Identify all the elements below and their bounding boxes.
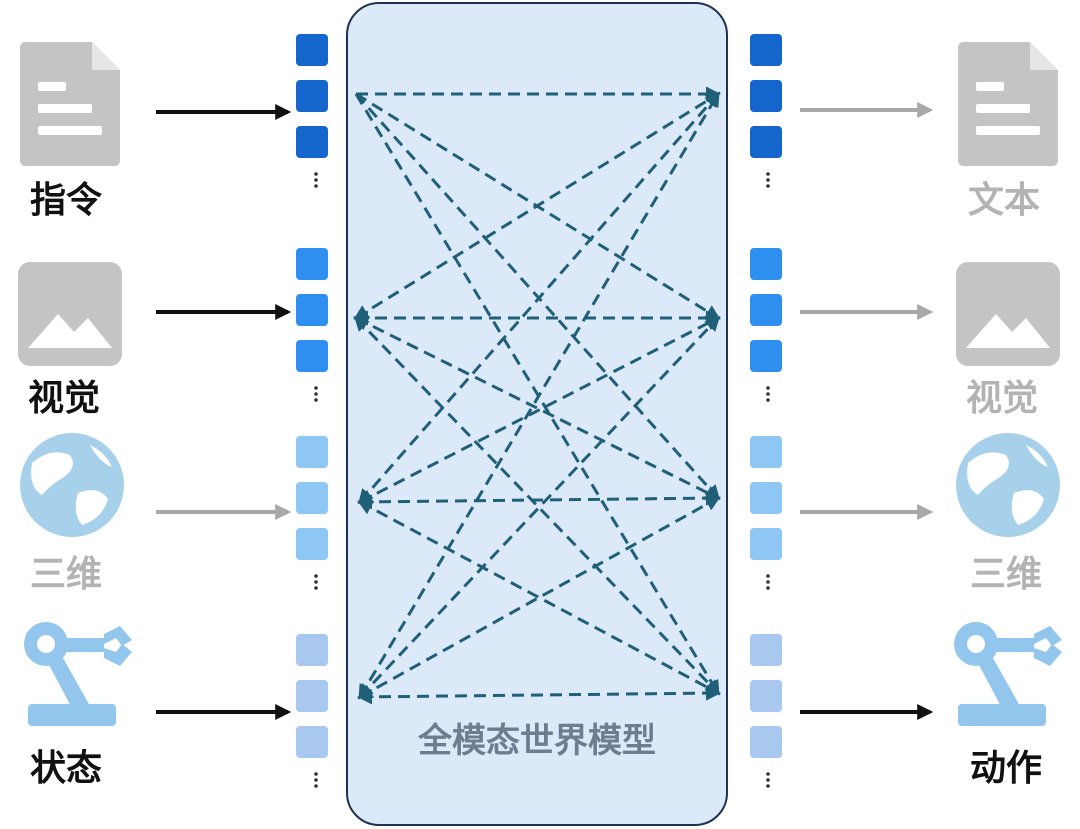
ellipsis-dot [314, 178, 318, 182]
globe-icon [20, 433, 124, 537]
token-block [296, 126, 328, 158]
ellipsis-dot [766, 172, 770, 176]
ellipsis-dot [766, 574, 770, 578]
token-block [750, 34, 782, 66]
token-block [296, 634, 328, 666]
image-icon [18, 262, 122, 366]
token-block [296, 726, 328, 758]
world-model-label: 全模态世界模型 [417, 721, 656, 761]
token-block [750, 436, 782, 468]
token-block [750, 528, 782, 560]
input-label: 状态 [30, 748, 102, 789]
ellipsis-dot [766, 178, 770, 182]
left-token-group [296, 248, 328, 402]
ellipsis-dot [766, 784, 770, 788]
right-token-group [750, 436, 782, 590]
ellipsis-dot [314, 778, 318, 782]
ellipsis-dot [314, 398, 318, 402]
token-block [750, 80, 782, 112]
image-icon [956, 262, 1060, 366]
left-token-group [296, 34, 328, 188]
input-row-instruction: 指令 [20, 42, 292, 221]
output-label: 动作 [970, 748, 1042, 789]
dashed-connection [357, 685, 721, 705]
token-block [750, 482, 782, 514]
ellipsis-dot [314, 386, 318, 390]
token-block [296, 482, 328, 514]
globe-icon [956, 433, 1060, 537]
output-row-3d: 三维 [800, 433, 1060, 595]
input-row-state: 状态 [24, 622, 292, 789]
token-block [296, 436, 328, 468]
robot-arm-icon [954, 622, 1062, 726]
token-block [750, 294, 782, 326]
input-label: 视觉 [28, 378, 100, 419]
left-token-group [296, 634, 328, 788]
world-model-box [346, 2, 728, 826]
right-token-group [750, 634, 782, 788]
token-block [296, 80, 328, 112]
token-block [750, 340, 782, 372]
output-label: 视觉 [966, 378, 1038, 419]
ellipsis-dot [314, 784, 318, 788]
input-label: 指令 [30, 180, 103, 221]
token-block [750, 126, 782, 158]
token-block [750, 680, 782, 712]
cross-modal-connections [353, 86, 721, 705]
ellipsis-dot [314, 184, 318, 188]
token-block [750, 634, 782, 666]
input-row-vision: 视觉 [18, 262, 292, 419]
token-block [296, 528, 328, 560]
ellipsis-dot [766, 778, 770, 782]
token-block [296, 248, 328, 280]
ellipsis-dot [766, 586, 770, 590]
ellipsis-dot [766, 386, 770, 390]
token-block [296, 34, 328, 66]
token-block [750, 248, 782, 280]
ellipsis-dot [766, 184, 770, 188]
ellipsis-dot [766, 580, 770, 584]
input-token-columns [296, 34, 328, 788]
token-block [750, 726, 782, 758]
output-token-columns [750, 34, 782, 788]
ellipsis-dot [314, 586, 318, 590]
ellipsis-dot [766, 398, 770, 402]
ellipsis-dot [314, 392, 318, 396]
right-token-group [750, 34, 782, 188]
ellipsis-dot [766, 772, 770, 776]
token-block [296, 680, 328, 712]
ellipsis-dot [314, 580, 318, 584]
dashed-connection [357, 496, 721, 699]
output-label: 文本 [968, 180, 1040, 221]
output-row-vision: 视觉 [800, 262, 1060, 419]
ellipsis-dot [314, 772, 318, 776]
output-row-action: 动作 [800, 622, 1062, 789]
input-label: 三维 [30, 554, 102, 595]
ellipsis-dot [314, 574, 318, 578]
right-token-group [750, 248, 782, 402]
robot-arm-icon [24, 622, 132, 726]
document-icon [20, 42, 120, 166]
token-block [296, 294, 328, 326]
input-row-3d: 三维 [20, 433, 292, 595]
token-block [296, 340, 328, 372]
left-token-group [296, 436, 328, 590]
output-label: 三维 [970, 554, 1042, 595]
ellipsis-dot [766, 392, 770, 396]
document-icon [958, 42, 1058, 166]
output-row-text: 文本 [800, 42, 1058, 221]
ellipsis-dot [314, 172, 318, 176]
